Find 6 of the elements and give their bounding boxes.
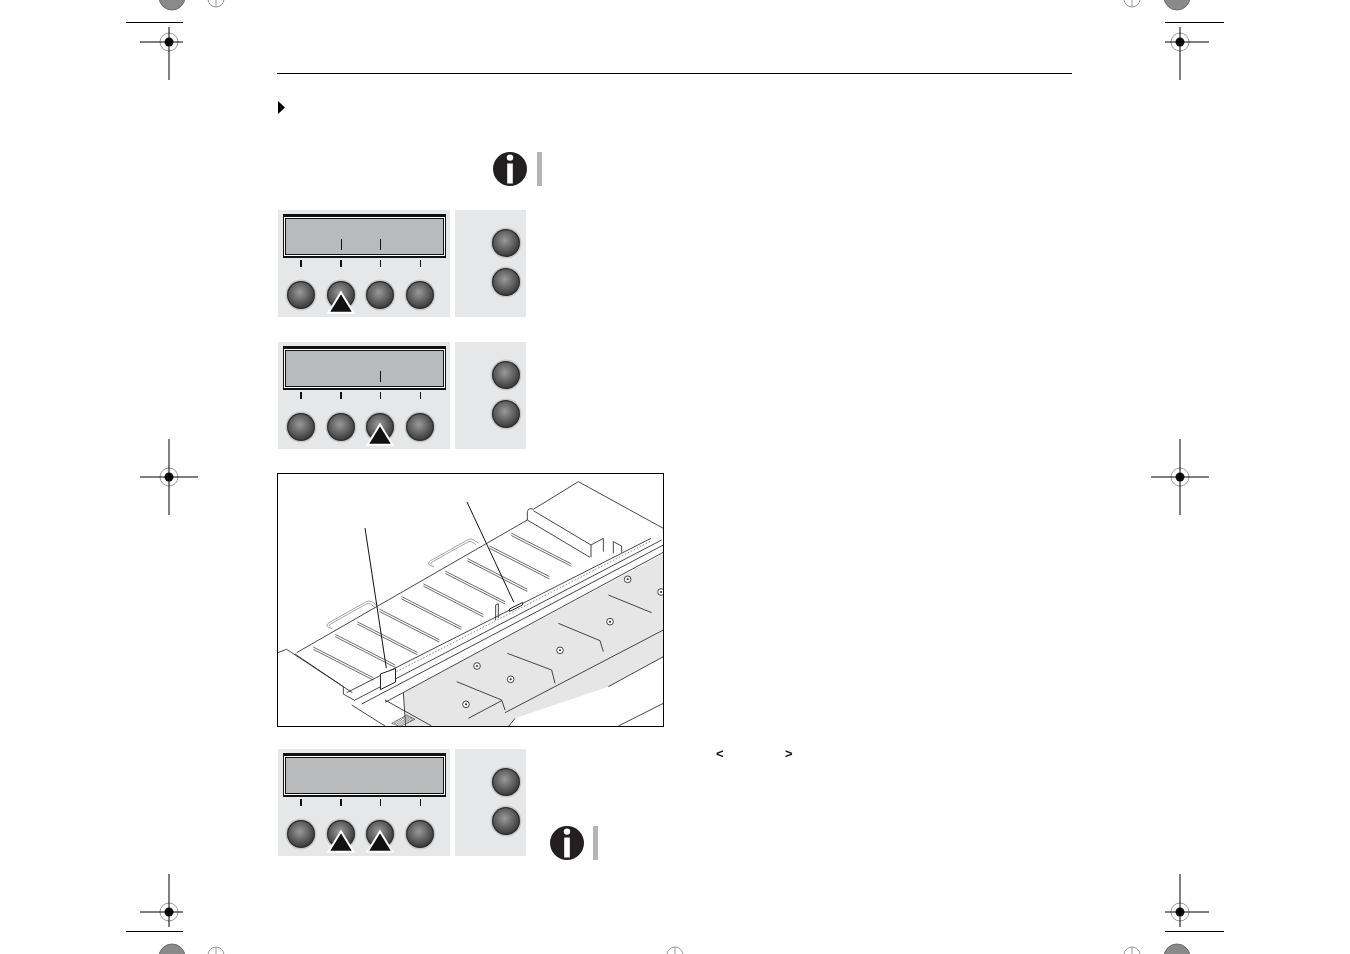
leader-line bbox=[364, 527, 387, 669]
tear-off-edge bbox=[509, 602, 523, 612]
symbol-text: > bbox=[785, 746, 793, 762]
symbol-text: < bbox=[716, 746, 724, 762]
paper-guide-plate bbox=[380, 668, 396, 690]
leader-line bbox=[466, 501, 515, 603]
